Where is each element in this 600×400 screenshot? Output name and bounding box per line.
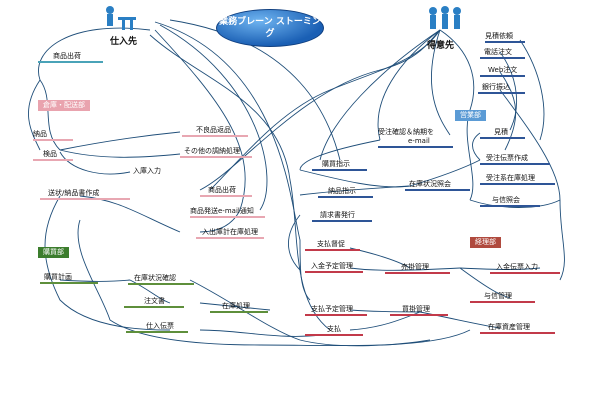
node-chumonsho: 注文書 (124, 297, 184, 308)
node-nyushukko: 入出庫計在庫処理 (196, 228, 264, 239)
node-juchu-kakunin: 受注確認＆納期を e-mail (378, 128, 453, 148)
node-shohin-shukka: 商品出荷 (200, 186, 252, 197)
node-kounyu-shiji: 購買指示 (312, 160, 367, 171)
node-furyohin: 不良品返品 (182, 126, 248, 137)
node-zaiko-kakunin: 在庫状況確認 (128, 274, 194, 285)
dept-accounting: 経理部 (470, 237, 501, 248)
node-mitsumori-irai: 見積依頼 (485, 32, 525, 43)
node-shiharai: 支払 (305, 325, 363, 336)
title-line-1: 業務ブレーン (219, 17, 273, 27)
node-juchu-denpyo: 受注伝票作成 (480, 154, 550, 165)
node-seikyu-nohin: 送状/納品書作成 (40, 189, 130, 200)
dept-warehouse: 倉庫・配送部 (38, 100, 90, 111)
node-web-chumon: Web注文 (480, 66, 525, 77)
node-shiharai-saisoku: 支払督促 (305, 240, 360, 251)
customer-label: 得意先 (427, 41, 455, 51)
node-nyukin-denpyo: 入金伝票入力 (490, 263, 560, 274)
node-nyuhin: 納品 (33, 130, 73, 141)
supplier-person-icon (106, 6, 136, 30)
node-nyukin-yotei: 入金予定管理 (305, 262, 363, 273)
node-denwa-chumon: 電話注文 (480, 48, 525, 59)
node-mitsumori: 見積 (480, 128, 525, 139)
node-zaiko-shori: 在庫処理 (210, 302, 268, 313)
node-zaiko-shisan: 在庫資産管理 (480, 323, 555, 334)
title-bubble: 業務ブレーン ストーミング (216, 9, 324, 47)
node-shohin-nyuka: 商品出荷 (38, 52, 103, 63)
customer-group-icon (429, 6, 461, 29)
node-nyuko: 入庫入力 (133, 167, 161, 175)
node-sonota: その他の調納処理 (180, 147, 252, 158)
node-shiire-denpyo: 仕入伝票 (126, 322, 188, 333)
node-nohin-shiji: 納品指示 (318, 187, 373, 198)
title-line-2: ストーミング (265, 17, 321, 39)
node-kenpin: 検品 (33, 150, 73, 161)
node-seikyusho-hakko: 請求書発行 (312, 211, 372, 222)
node-yoshin-kanri: 与信管理 (470, 292, 535, 303)
dept-purchasing: 購買部 (38, 247, 69, 258)
node-zaiko-shokai-sales: 在庫状況照会 (405, 180, 470, 191)
node-yoshin-shokai: 与信照会 (480, 196, 540, 207)
dept-sales: 営業部 (455, 110, 486, 121)
node-ginko-furikomi: 銀行振込 (478, 83, 525, 94)
supplier-label: 仕入先 (110, 37, 138, 47)
node-konyu-keikaku: 購買計画 (40, 273, 98, 284)
node-juchukei-zaiko: 受注系在庫処理 (480, 174, 555, 185)
node-kaikake-kanri: 買掛管理 (390, 305, 448, 316)
node-shohin-hasso: 商品発送e-mail通知 (190, 207, 265, 218)
node-urikake-kanri: 売掛管理 (385, 263, 450, 274)
node-shiharai-yotei: 支払予定管理 (305, 305, 367, 316)
